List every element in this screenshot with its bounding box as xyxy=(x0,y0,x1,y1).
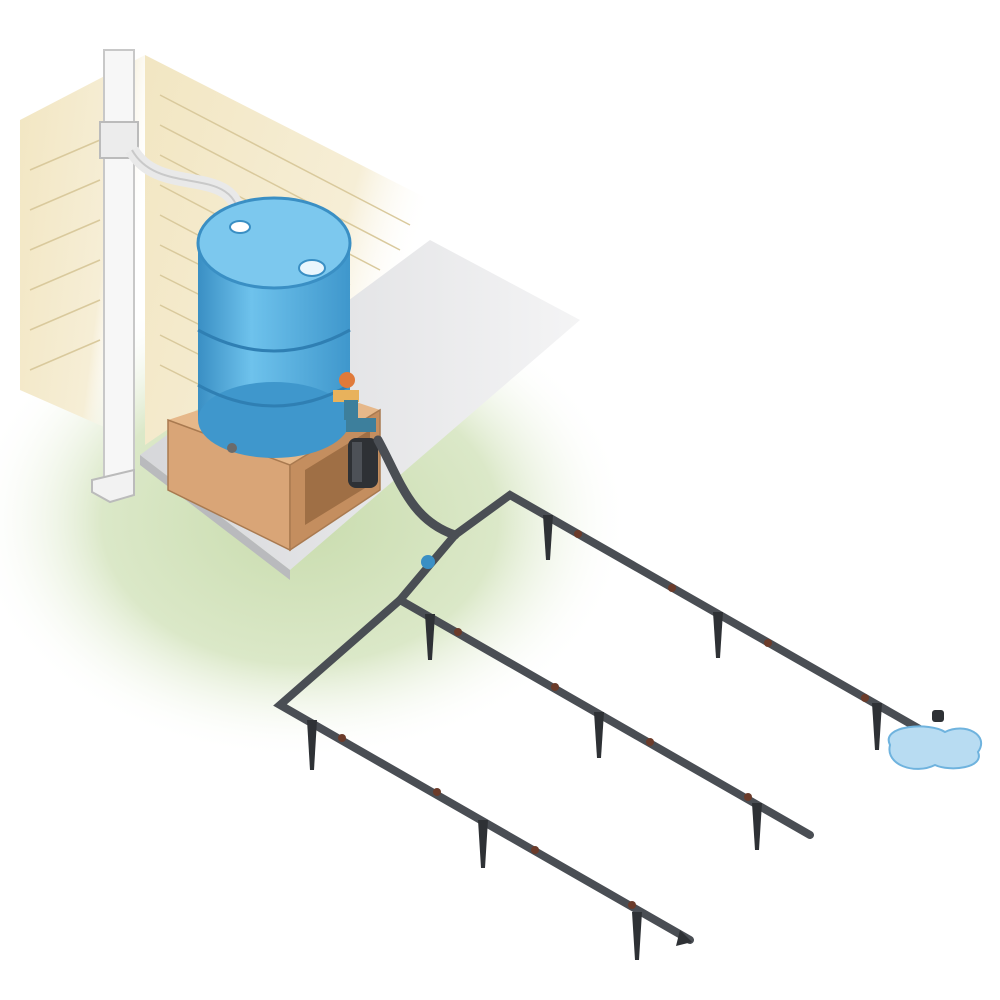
siding-lines xyxy=(29,94,411,386)
supply-hose xyxy=(373,435,460,540)
valve-icon xyxy=(421,555,435,569)
downspout-icon xyxy=(91,49,247,504)
emitters xyxy=(338,530,869,909)
drip-lines xyxy=(273,435,934,944)
end-plug xyxy=(676,930,692,946)
drip-line-1 xyxy=(451,490,934,739)
filter-icon xyxy=(348,438,378,488)
stakes xyxy=(307,515,882,960)
puddle-icon xyxy=(887,710,982,770)
drip-line-3 xyxy=(273,596,694,944)
spigot-icon xyxy=(333,372,376,432)
rain-barrel-icon xyxy=(196,196,352,458)
